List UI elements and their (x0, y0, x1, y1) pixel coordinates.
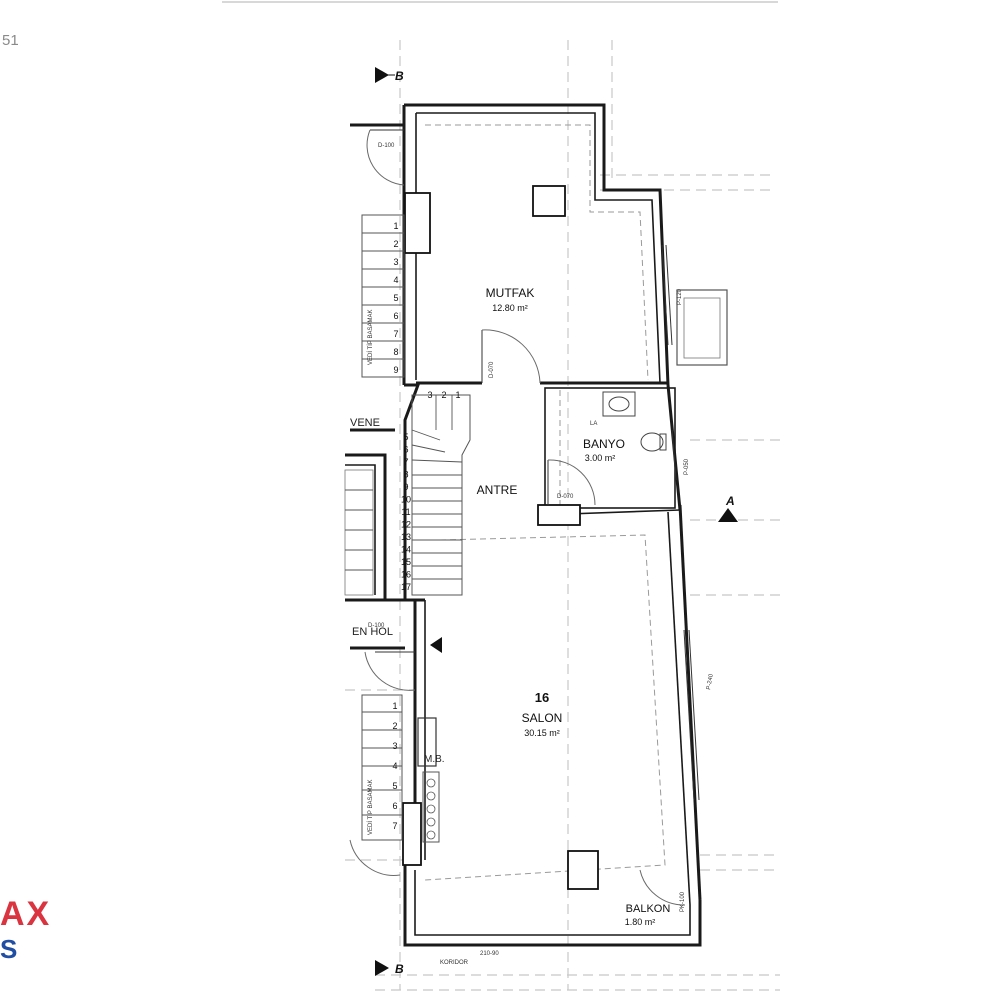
stair-step-number: 8 (403, 470, 408, 480)
bathroom-label: BANYO (583, 437, 625, 451)
window-kitchen-label: P-120 (677, 288, 683, 305)
stair-step-number: 2 (393, 239, 398, 249)
neighbor-stair-block (344, 469, 374, 596)
stair-step-number: 5 (393, 293, 398, 303)
stair-step-number: 2 (392, 721, 397, 731)
stair-step-number: 9 (393, 365, 398, 375)
bathroom-area: 3.00 m² (585, 453, 616, 463)
stair-step-number: 11 (401, 507, 410, 517)
stair-step-number: 10 (401, 495, 411, 505)
stair-step-number: 5 (403, 432, 408, 442)
stair-step-number: 3 (427, 390, 432, 400)
stair-step-number: 7 (393, 329, 398, 339)
stair-left-upper: 1 2 3 4 5 6 7 8 9 (361, 214, 405, 378)
balcony-door (639, 869, 686, 906)
window-salon-label: P-240 (706, 673, 715, 690)
living-room-number: 16 (535, 690, 549, 705)
stair-step-number: 3 (392, 741, 397, 751)
kitchen-area: 12.80 m² (492, 303, 528, 313)
sheet-number-fragment: 51 (2, 32, 19, 49)
stair-step-number: 3 (393, 257, 398, 267)
door-lower-left-label: D-100 (368, 623, 385, 629)
stair-step-number: 9 (403, 482, 408, 492)
stair-step-number: 15 (401, 557, 411, 567)
columns (402, 185, 599, 890)
stair-step-number: 7 (403, 457, 408, 467)
stair-step-number: 1 (392, 701, 397, 711)
stair-step-number: 5 (392, 781, 397, 791)
section-marker-top: B (375, 67, 404, 83)
door-balcony-label: PK-100 (680, 891, 686, 912)
section-letter-right: A (725, 494, 735, 508)
stair-step-number: 13 (401, 532, 411, 542)
stair-step-number: 7 (392, 821, 397, 831)
kitchen-door (481, 329, 541, 384)
door-top-left-label: D-100 (378, 143, 395, 149)
neighbor-hall-label: EN HOL (352, 626, 393, 638)
company-logo-subtext: S (0, 934, 18, 964)
stair-door-lower (349, 839, 401, 876)
stair-step-number: 8 (393, 347, 398, 357)
entry-door-top (366, 129, 405, 186)
entrance-label: ANTRE (477, 483, 518, 497)
living-room-label: SALON (522, 711, 563, 725)
stair-note-bottom: VEDİ TİP BASAMAK (367, 780, 374, 835)
balcony-label: BALKON (626, 903, 671, 915)
axis-lines (345, 40, 780, 991)
inner-outline (424, 124, 666, 881)
window-bath-label: P-050 (684, 458, 690, 475)
section-marker-bottom: B (375, 960, 404, 976)
stair-step-number: 4 (392, 761, 397, 771)
section-letter-bottom: B (395, 962, 404, 976)
company-logo-fragment: AX (0, 895, 52, 933)
bottom-opening-label: 210-90 (480, 951, 499, 957)
stair-step-number: 2 (441, 390, 446, 400)
kitchen-label: MUTFAK (486, 286, 535, 300)
stair-step-number: 4 (393, 275, 398, 285)
stair-note-top: VEDİ TİP BASAMAK (367, 310, 374, 365)
stair-step-number: 12 (401, 520, 411, 530)
meter-box-label: M.B. (424, 754, 445, 765)
window-box (676, 289, 728, 366)
stair-step-number: 1 (393, 221, 398, 231)
stair-left-lower: 1 2 3 4 5 6 7 (361, 694, 403, 841)
section-letter-top: B (395, 69, 404, 83)
stair-step-number: 6 (392, 801, 397, 811)
bath-fixture-label: LA (590, 421, 597, 427)
stair-step-number: 16 (401, 570, 411, 580)
stair-step-number: 14 (401, 545, 411, 555)
entry-arrow (430, 637, 442, 653)
stair-step-number: 6 (403, 445, 408, 455)
stair-step-number: 1 (455, 390, 460, 400)
walls (345, 103, 702, 947)
windows (661, 244, 700, 801)
entry-door-lower (364, 651, 416, 691)
door-bath-label: D-070 (557, 494, 574, 500)
stair-step-number: 17 (401, 582, 411, 592)
meter-box-detail (417, 717, 440, 843)
bathroom-door (547, 459, 596, 506)
neighbor-top-label: VENE (350, 417, 380, 429)
balcony-area: 1.80 m² (625, 917, 656, 927)
corridor-label: KORIDOR (440, 960, 469, 966)
living-room-area: 30.15 m² (524, 728, 560, 738)
stair-step-number: 6 (393, 311, 398, 321)
door-kitchen-label: D-070 (489, 361, 495, 378)
bathroom-fixtures (602, 391, 667, 452)
section-marker-right: A (718, 494, 738, 522)
